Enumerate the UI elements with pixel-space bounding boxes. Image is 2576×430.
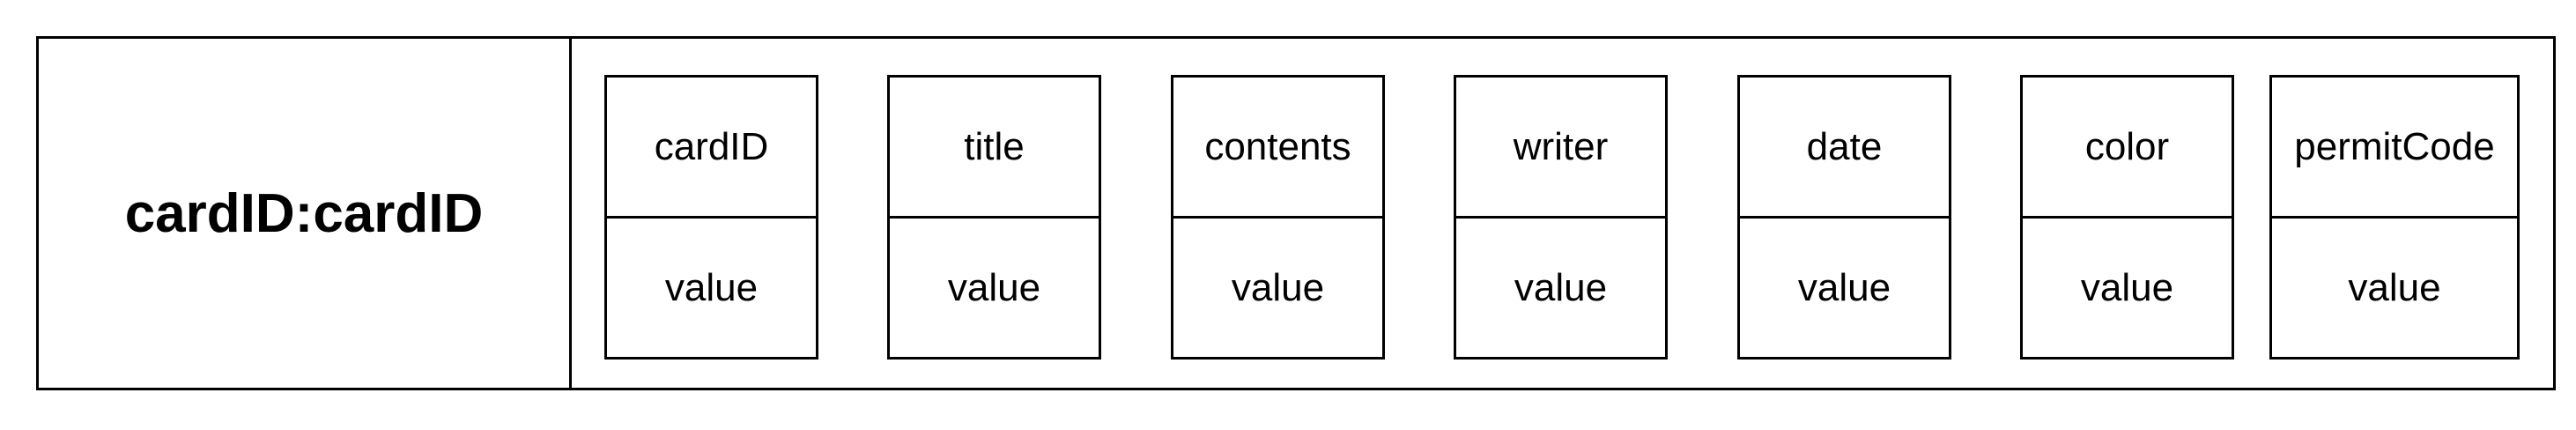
- field-value: value: [2348, 265, 2441, 309]
- field-value: value: [1797, 265, 1891, 309]
- field-name: writer: [1456, 78, 1665, 219]
- field-title: title value: [887, 75, 1101, 360]
- field-value: value: [1231, 265, 1325, 309]
- field-name: title: [890, 78, 1099, 219]
- field-name: date: [1740, 78, 1949, 219]
- key-cell: cardID:cardID: [39, 39, 572, 388]
- field-value: value: [664, 265, 759, 309]
- key-label: cardID:cardID: [124, 182, 484, 244]
- field-permitcode: permitCode value: [2269, 75, 2520, 360]
- field-contents: contents value: [1171, 75, 1385, 360]
- record-box: cardID:cardID cardID value title value c…: [36, 36, 2556, 390]
- field-name: permitCode: [2272, 78, 2517, 219]
- field-color: color value: [2020, 75, 2234, 360]
- field-value: value: [947, 265, 1041, 309]
- field-name: cardID: [607, 78, 816, 219]
- field-name: contents: [1173, 78, 1382, 219]
- field-name: color: [2023, 78, 2232, 219]
- field-writer: writer value: [1454, 75, 1668, 360]
- field-cardid: cardID value: [604, 75, 818, 360]
- field-date: date value: [1737, 75, 1951, 360]
- field-value: value: [2080, 265, 2174, 309]
- field-value: value: [1514, 265, 1608, 309]
